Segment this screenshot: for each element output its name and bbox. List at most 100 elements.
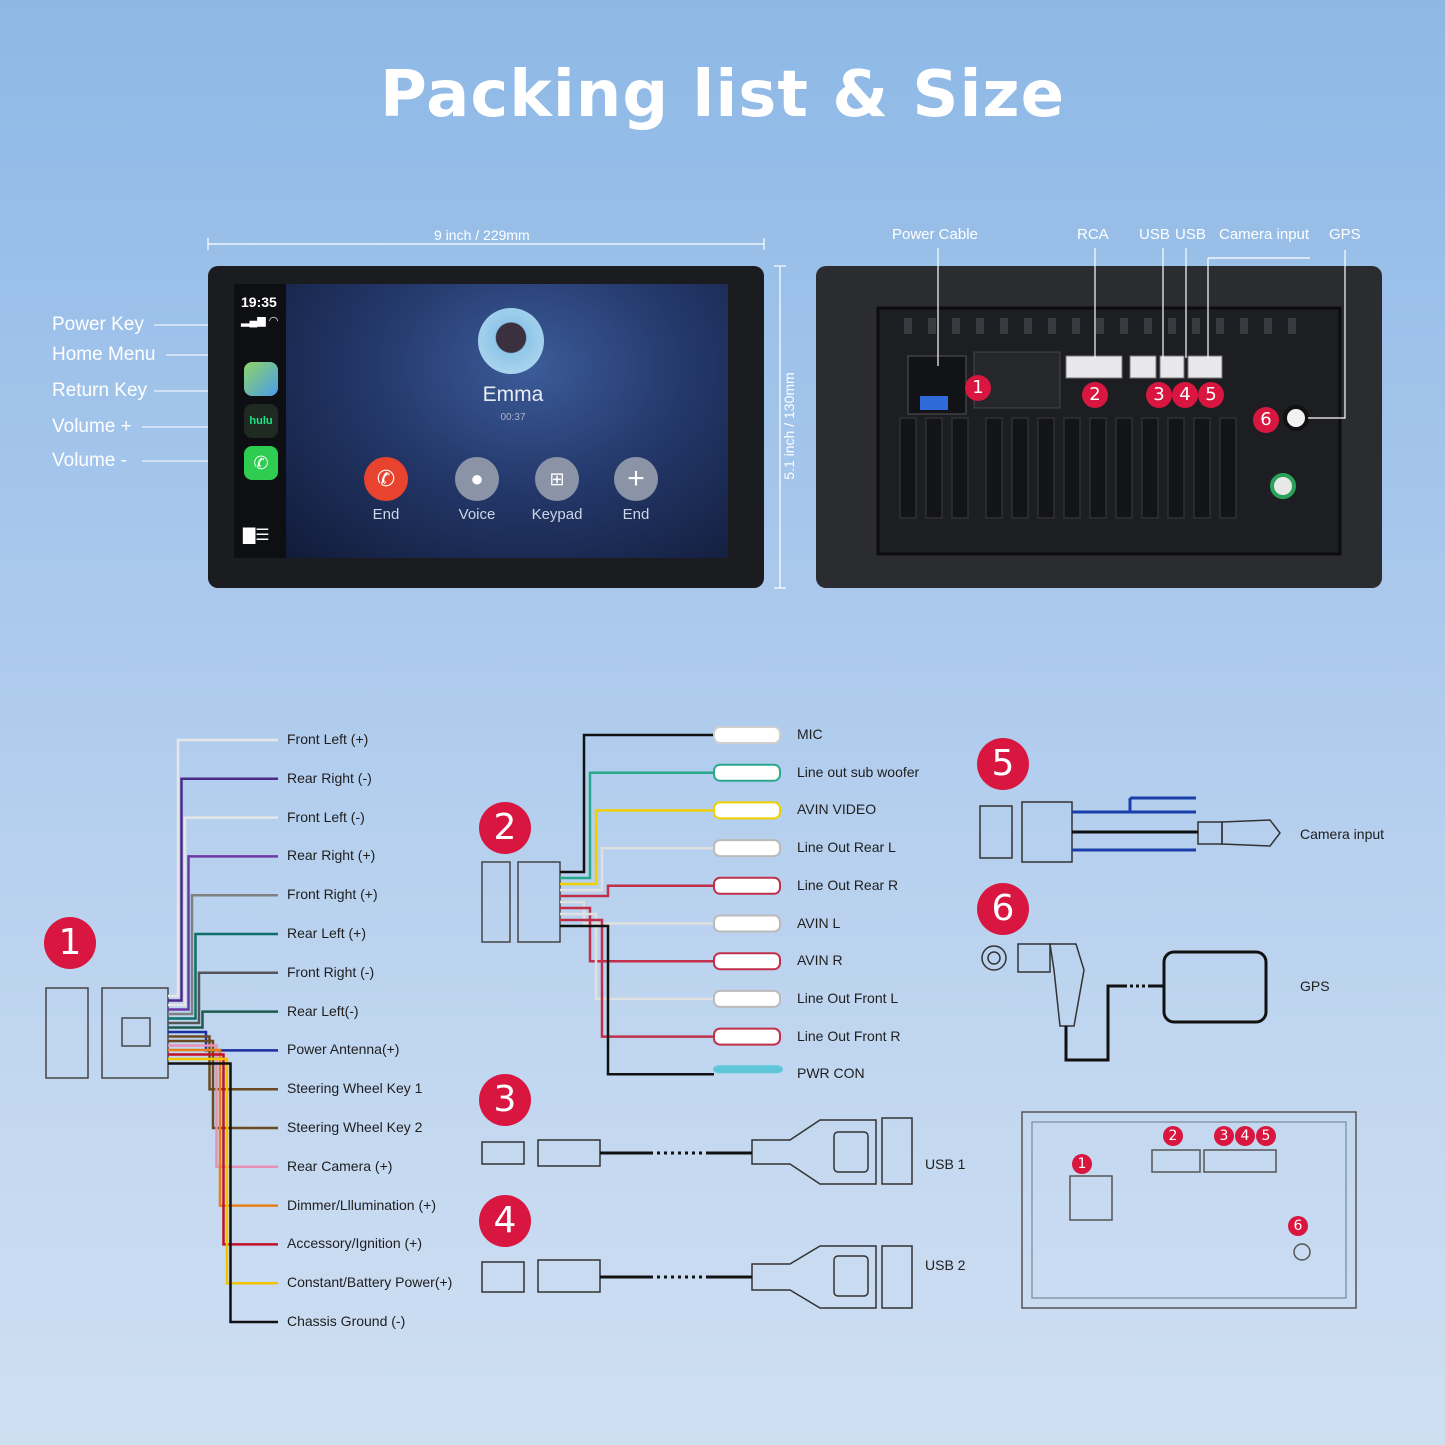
rca-label: RCA: [1077, 226, 1109, 243]
harness1-wire: [168, 893, 278, 1016]
mini-badge-1: 1: [1072, 1154, 1092, 1174]
harness2-wire: [560, 846, 714, 892]
rca-plug: [713, 914, 781, 933]
harness2-wire-label: Line Out Front L: [797, 989, 899, 1006]
harness1-wire: [168, 1039, 278, 1130]
harness1-wire: [168, 971, 278, 1025]
rca-plug: [713, 989, 781, 1008]
end-label-2: End: [622, 506, 650, 523]
harness1-wire: [168, 855, 278, 1011]
caller-avatar: [478, 308, 544, 374]
rca-plug: [713, 1065, 783, 1074]
caller-name: Emma: [482, 383, 544, 406]
status-time: 19:35: [241, 294, 277, 310]
harness2-wire: [560, 900, 714, 925]
home-menu-label: Home Menu: [52, 344, 156, 365]
harness1-wire-label: Rear Right (-): [287, 769, 372, 786]
mini-badge-5: 5: [1256, 1126, 1276, 1146]
keypad-button[interactable]: ⊞: [535, 457, 579, 501]
harness2-wire-label: Line Out Rear L: [797, 839, 896, 856]
usb2-label: USB 2: [925, 1257, 966, 1273]
rca-plug: [713, 726, 781, 744]
harness2-wire-label: AVIN R: [797, 952, 843, 969]
badge-3-usb: 3: [479, 1074, 531, 1126]
harness1-wire-label: Power Antenna(+): [287, 1041, 400, 1058]
usb-label-a: USB: [1139, 226, 1170, 243]
harness1-wire-label: Dimmer/Lllumination (+): [287, 1196, 436, 1213]
harness1-wire-label: Accessory/Ignition (+): [287, 1235, 422, 1252]
volume-up-label: Volume +: [52, 416, 132, 437]
harness1-wire-label: Rear Right (+): [287, 847, 376, 864]
harness1-wire: [168, 816, 278, 1007]
harness1-wire-label: Front Right (-): [287, 963, 375, 980]
power-key-label: Power Key: [52, 314, 144, 335]
maps-app-icon[interactable]: [244, 362, 278, 396]
height-dimension-label: 5.1 inch / 130mm: [781, 372, 797, 480]
mini-badge-4: 4: [1235, 1126, 1255, 1146]
volume-down-label: Volume -: [52, 450, 127, 471]
usb-label-b: USB: [1175, 226, 1206, 243]
harness2-wire: [560, 918, 714, 1038]
badge-4-usb: 4: [479, 1195, 531, 1247]
phone-app-icon[interactable]: ✆: [244, 446, 278, 480]
badge-4-back: 4: [1172, 382, 1198, 408]
badge-2-harness: 2: [479, 802, 531, 854]
rca-plug: [713, 1027, 781, 1046]
gps-label: GPS: [1329, 226, 1361, 243]
harness1-wire: [168, 1030, 278, 1052]
harness1-wire: [168, 1062, 278, 1324]
harness1-wire: [168, 1044, 278, 1169]
end-call-label: End: [372, 506, 400, 523]
add-call-button[interactable]: +: [614, 457, 658, 501]
end-call-button[interactable]: ✆: [364, 457, 408, 501]
badge-1-back: 1: [965, 375, 991, 401]
harness1-wire-label: Rear Left (+): [287, 925, 366, 941]
harness1-wire-label: Constant/Battery Power(+): [287, 1274, 453, 1291]
camera-input-wire-label: Camera input: [1300, 826, 1385, 842]
rca-plug: [713, 801, 781, 820]
call-duration: 00:37: [500, 412, 526, 423]
page-title: Packing list & Size: [379, 58, 1066, 132]
harness2-wire: [560, 912, 714, 1001]
badge-6-gps: 6: [977, 883, 1029, 935]
usb1-label: USB 1: [925, 1156, 966, 1172]
badge-5-back: 5: [1198, 382, 1224, 408]
voice-button[interactable]: ●: [455, 457, 499, 501]
keypad-label: Keypad: [531, 506, 583, 523]
harness1-wire: [168, 1010, 278, 1029]
rca-plug: [713, 839, 781, 858]
rca-plug: [713, 763, 781, 782]
hulu-app-icon[interactable]: hulu: [244, 404, 278, 438]
harness2-wire: [560, 924, 714, 1076]
harness1-wire-label: Rear Camera (+): [287, 1157, 393, 1174]
harness1-wire-label: Steering Wheel Key 1: [287, 1080, 423, 1097]
harness1-wire-label: Steering Wheel Key 2: [287, 1119, 423, 1135]
width-dimension-label: 9 inch / 229mm: [434, 227, 530, 243]
mini-badge-3: 3: [1214, 1126, 1234, 1146]
rca-plug: [713, 952, 781, 971]
power-cable-label: Power Cable: [892, 226, 978, 243]
harness2-wire-label: Line out sub woofer: [797, 763, 920, 780]
harness2-wire-label: AVIN VIDEO: [797, 801, 877, 818]
signal-icon: ▂▄▆ ◠: [241, 315, 279, 327]
harness1-wire-label: Front Left (-): [287, 808, 365, 825]
harness2-wire-label: Line Out Front R: [797, 1027, 901, 1044]
dashboard-icon[interactable]: ▇☰: [243, 527, 270, 544]
harness1-wire: [168, 738, 278, 998]
harness1-wire-label: Front Left (+): [287, 731, 369, 747]
badge-1-harness: 1: [44, 917, 96, 969]
harness1-wire: [168, 1057, 278, 1285]
return-key-label: Return Key: [52, 380, 148, 401]
harness1-wire-label: Front Right (+): [287, 886, 378, 903]
harness1-wire: [168, 1053, 278, 1246]
mini-badge-2: 2: [1163, 1126, 1183, 1146]
harness1-wire: [168, 932, 278, 1020]
harness2-wire: [560, 771, 714, 880]
harness2-wire-label: AVIN L: [797, 914, 841, 931]
